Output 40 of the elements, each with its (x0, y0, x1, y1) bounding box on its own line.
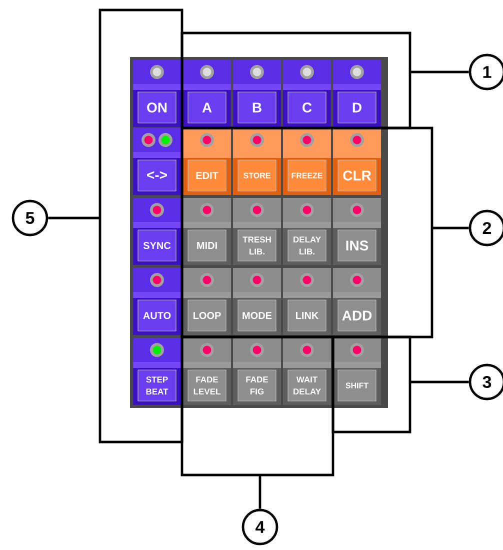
button: DELAY LIB. (283, 198, 331, 265)
leader-line (48, 216, 100, 220)
button: <-> (133, 128, 181, 195)
button: FREEZE (283, 128, 331, 195)
button: C (283, 60, 331, 127)
button: FADE LEVEL (183, 338, 231, 405)
button: B (233, 60, 281, 127)
button: SYNC (133, 198, 181, 265)
button: A (183, 60, 231, 127)
leader-line (258, 475, 262, 509)
bracket (180, 126, 434, 338)
bracket (180, 32, 412, 130)
leader-line (410, 380, 469, 384)
callout-number: 3 (468, 364, 503, 400)
button: ON (133, 60, 181, 127)
button: CLR (333, 128, 381, 195)
bracket (98, 8, 184, 444)
button: TRESH LIB. (233, 198, 281, 265)
button: LINK (283, 268, 331, 335)
button: MIDI (183, 198, 231, 265)
callout-number: 5 (12, 200, 48, 236)
button: WAIT DELAY (283, 338, 331, 405)
bracket (332, 336, 412, 434)
button: ADD (333, 268, 381, 335)
button: AUTO (133, 268, 181, 335)
button: D (333, 60, 381, 127)
button: SHIFT (333, 338, 381, 405)
button: STEP BEAT (133, 338, 181, 405)
button: FADE FIG (233, 338, 281, 405)
callout-number: 4 (242, 508, 278, 546)
button: EDIT (183, 128, 231, 195)
button: STORE (233, 128, 281, 195)
bracket (180, 336, 334, 476)
button: INS (333, 198, 381, 265)
button: MODE (233, 268, 281, 335)
button: LOOP (183, 268, 231, 335)
callout-number: 1 (468, 54, 503, 90)
callout-number: 2 (468, 210, 503, 246)
leader-line (432, 226, 469, 230)
leader-line (410, 70, 469, 74)
